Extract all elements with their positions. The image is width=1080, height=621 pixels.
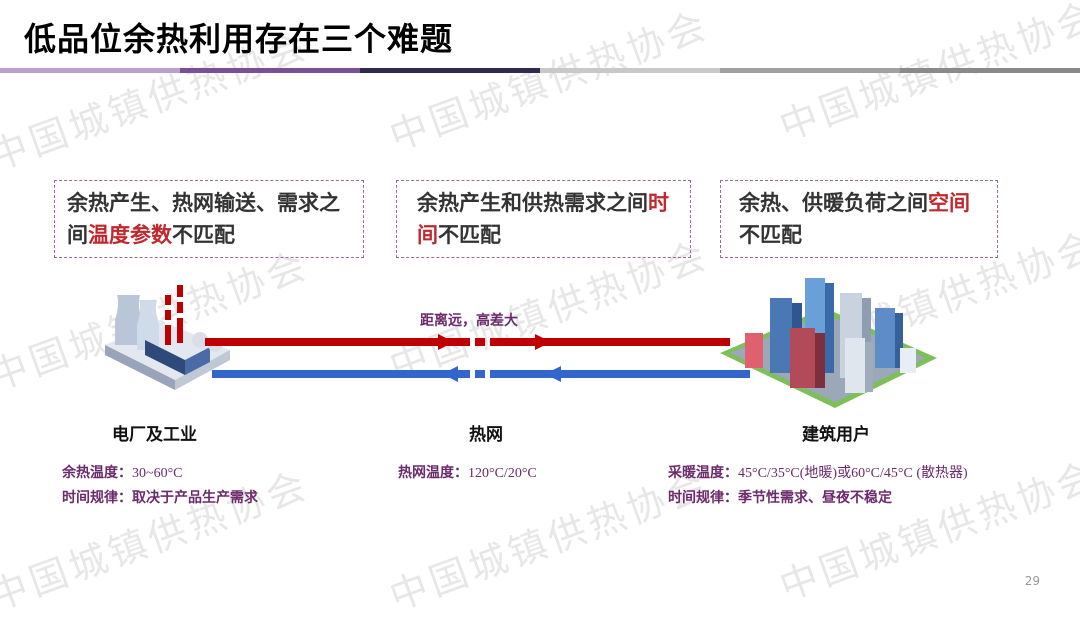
info-key: 余热温度： [62, 465, 132, 481]
arrow-left-icon [545, 366, 561, 382]
return-pipe-right [490, 370, 750, 378]
header-bar-segment [540, 68, 720, 73]
node-label-plant: 电厂及工业 [112, 425, 197, 445]
box-text: 余热产生、热网输送、需求之间 [67, 191, 340, 247]
arrow-left-icon [442, 366, 458, 382]
info-value: 45°C/35°C(地暖)或60°C/45°C (散热器) [738, 466, 968, 481]
page-title: 低品位余热利用存在三个难题 [24, 20, 454, 58]
return-pipe-gap-segment [475, 370, 485, 378]
problem-box-time: 余热产生和供热需求之间时间不匹配 [396, 180, 691, 258]
node-label-building: 建筑用户 [802, 425, 870, 445]
info-key: 时间规律： [668, 490, 738, 506]
info-key: 时间规律： [62, 490, 132, 506]
info-value: 120°C/20°C [468, 466, 537, 481]
info-key: 热网温度： [398, 465, 468, 481]
info-value: 季节性需求、昼夜不稳定 [738, 490, 892, 506]
header-bar-segment [900, 68, 1080, 73]
supply-pipe-right [490, 338, 730, 346]
problem-box-space: 余热、供暖负荷之间空间不匹配 [720, 180, 998, 258]
box-text: 余热产生和供热需求之间 [417, 191, 648, 215]
header-bar-segment [720, 68, 900, 73]
plant-info: 余热温度：30~60°C 时间规律：取决于产品生产需求 [62, 461, 258, 510]
building-info: 采暖温度：45°C/35°C(地暖)或60°C/45°C (散热器) 时间规律：… [668, 461, 968, 510]
problem-box-temperature: 余热产生、热网输送、需求之间温度参数不匹配 [54, 180, 364, 258]
box-text: 不匹配 [172, 223, 235, 247]
box-text: 不匹配 [739, 223, 802, 247]
arrow-right-icon [535, 334, 551, 350]
page-number: 29 [1024, 574, 1040, 588]
box-text: 不匹配 [438, 223, 501, 247]
watermark: 中国城镇供热协会 [773, 0, 1080, 149]
node-label-network: 热网 [469, 425, 503, 445]
header-bar-segment [0, 68, 180, 73]
box-highlight: 温度参数 [88, 223, 172, 247]
network-info: 热网温度：120°C/20°C [398, 461, 537, 486]
header-bar-segment [360, 68, 540, 73]
info-key: 采暖温度： [668, 465, 738, 481]
network-note: 距离远，高差大 [420, 313, 518, 329]
box-text: 余热、供暖负荷之间 [739, 191, 928, 215]
info-value: 30~60°C [132, 466, 183, 481]
supply-pipe-gap-segment [475, 338, 485, 346]
arrow-right-icon [438, 334, 454, 350]
return-pipe-left [212, 370, 470, 378]
city-illustration [720, 278, 937, 408]
box-highlight: 空间 [928, 191, 970, 215]
header-bar-segment [180, 68, 360, 73]
box-highlight: 时间 [417, 191, 669, 247]
supply-pipe-left [205, 338, 470, 346]
info-value: 取决于产品生产需求 [132, 490, 258, 506]
